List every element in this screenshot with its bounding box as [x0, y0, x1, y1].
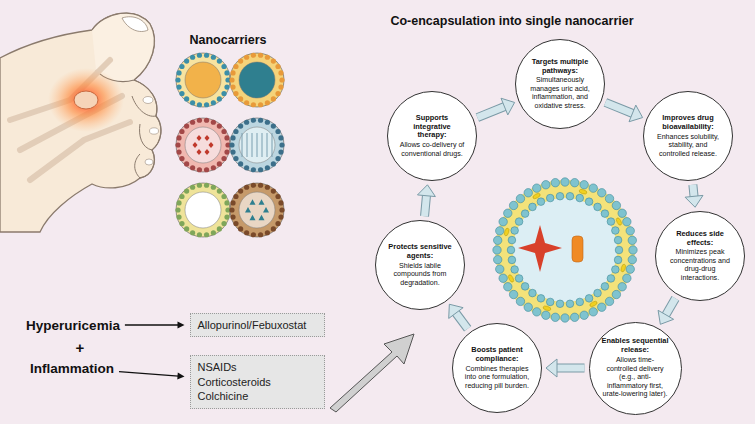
drug-box: Allopurinol/Febuxostat: [190, 313, 325, 338]
benefit-heading: Improves drug bioavailability:: [656, 114, 721, 132]
circle-content: Protects sensitive agents:Shields labile…: [388, 243, 453, 287]
label: +: [76, 339, 85, 356]
circle-content: Boosts patient compliance:Combines thera…: [465, 346, 530, 390]
nanocarrier-icon: [175, 53, 230, 108]
benefit-text: Enhances solubility, stability, and cont…: [656, 133, 721, 159]
benefit-heading: Supports integrative therapy:: [400, 114, 465, 141]
condition-label: Inflammation: [30, 361, 114, 376]
cycle-arrow: [417, 185, 435, 216]
drug-box: NSAIDsCorticosteroidsColchicine: [190, 355, 325, 410]
cycle-arrow: [449, 304, 468, 329]
cycle-arrow: [477, 98, 514, 117]
nanocarrier-icon: [229, 53, 284, 108]
foot-illustration: [0, 13, 161, 232]
cycle-arrow: [685, 185, 703, 207]
cycle-arrow: [658, 298, 675, 324]
benefit-heading: Reduces side effects:: [668, 230, 733, 248]
nanocarrier-icon: [175, 118, 230, 173]
benefit-circle: Enables sequential release:Allows time-c…: [589, 322, 682, 415]
node-text: Allopurinol/Febuxostat: [198, 318, 317, 333]
label: Nanocarriers: [189, 33, 266, 47]
benefit-text: Simultaneously manages uric acid, inflam…: [528, 76, 593, 110]
cycle-arrow: [605, 102, 642, 121]
cycle-arrow: [546, 359, 585, 377]
benefit-heading: Protects sensitive agents:: [388, 243, 453, 261]
circle-content: Improves drug bioavailability:Enhances s…: [656, 114, 721, 158]
benefit-heading: Targets multiple pathways:: [528, 58, 593, 76]
nanocarrier-icon: [175, 183, 230, 238]
node-text: Corticosteroids: [198, 375, 317, 390]
big-arrow: [330, 334, 414, 412]
diagram-title: Co-encapsulation into single nanocarrier: [390, 14, 633, 28]
benefit-circle: Reduces side effects:Minimizes peak conc…: [655, 211, 745, 301]
benefit-circle: Supports integrative therapy:Allows co-d…: [387, 91, 477, 181]
benefit-text: Minimizes peak concentrations and drug-d…: [668, 248, 733, 282]
nanocarrier-icon: [229, 183, 284, 238]
benefit-circle: Protects sensitive agents:Shields labile…: [375, 220, 465, 310]
benefit-heading: Boosts patient compliance:: [465, 346, 530, 364]
node-text: NSAIDs: [198, 360, 317, 375]
benefit-circle: Improves drug bioavailability:Enhances s…: [643, 91, 733, 181]
circle-content: Targets multiple pathways:Simultaneously…: [528, 58, 593, 111]
arrow: [119, 372, 185, 380]
benefit-circle: Targets multiple pathways:Simultaneously…: [515, 39, 605, 129]
node-text: Hyperuricemia: [26, 318, 120, 333]
node-text: Colchicine: [198, 389, 317, 404]
circle-content: Reduces side effects:Minimizes peak conc…: [668, 230, 733, 283]
benefit-text: Combines therapies into one formulation,…: [465, 365, 530, 391]
benefit-heading: Enables sequential release:: [602, 337, 669, 355]
arrow: [125, 322, 185, 329]
circle-content: Supports integrative therapy:Allows co-d…: [400, 114, 465, 159]
nanocarrier-icons: [175, 53, 284, 238]
node-text: Inflammation: [30, 361, 114, 376]
benefit-circle: Boosts patient compliance:Combines thera…: [452, 323, 542, 413]
benefit-text: Allows co-delivery of conventional drugs…: [400, 141, 465, 158]
benefit-text: Allows time-controlled delivery (e.g., a…: [602, 356, 669, 399]
condition-label: Hyperuricemia: [26, 318, 120, 333]
circle-content: Enables sequential release:Allows time-c…: [602, 337, 669, 398]
central-liposome: [493, 178, 637, 322]
benefit-text: Shields labile compounds from degradatio…: [388, 262, 453, 288]
nanocarrier-icon: [229, 118, 284, 173]
